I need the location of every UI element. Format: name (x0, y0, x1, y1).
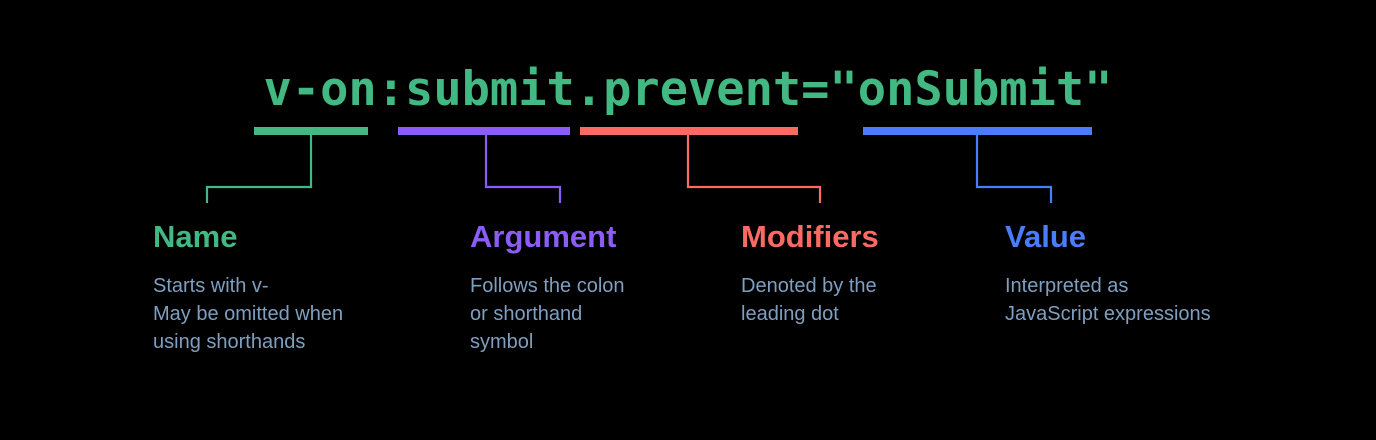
legend-title-name: Name (153, 219, 238, 254)
legend-description-modifiers: Denoted by the leading dot (741, 275, 877, 325)
legend-description-name: Starts with v- May be omitted when using… (153, 275, 344, 353)
legend-column-modifiers: Modifiers Denoted by the leading dot (741, 218, 991, 328)
legend-column-value: Value Interpreted as JavaScript expressi… (1005, 218, 1325, 328)
legend-description-value: Interpreted as JavaScript expressions (1005, 275, 1211, 325)
legend-column-argument: Argument Follows the colon or shorthand … (470, 218, 720, 356)
legend-title-value: Value (1005, 219, 1086, 254)
legend-column-name: Name Starts with v- May be omitted when … (153, 218, 453, 356)
legend-title-argument: Argument (470, 219, 617, 254)
code-expression: v-on:submit.prevent="onSubmit" (263, 62, 1113, 117)
legend-description-argument: Follows the colon or shorthand symbol (470, 275, 625, 353)
legend-title-modifiers: Modifiers (741, 219, 879, 254)
